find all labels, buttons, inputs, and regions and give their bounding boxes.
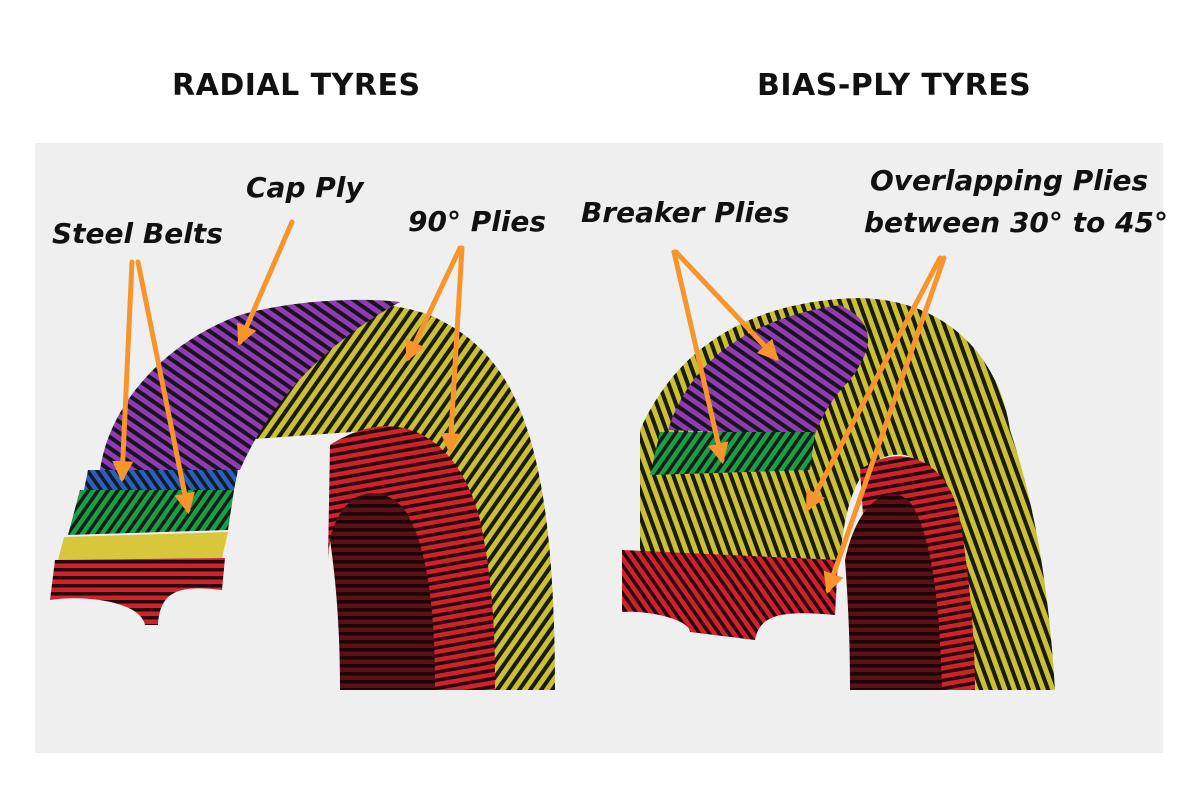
radial-steel-belt-blue: [84, 470, 238, 490]
arrow-breaker-1: [673, 249, 779, 362]
arrow-90-plies-1: [405, 245, 463, 362]
bias-ply-tyres-heading: BIAS-PLY TYRES: [757, 68, 1032, 103]
radial-inner-cavity: [330, 493, 435, 690]
arrow-90-plies-2: [440, 245, 465, 455]
arrow-overlap-1: [805, 255, 943, 512]
callout-arrows: [112, 219, 947, 594]
label-breaker-plies: Breaker Plies: [581, 196, 790, 229]
arrow-steel-belts-1: [112, 259, 135, 483]
bias-breaker-purple: [668, 305, 869, 435]
bias-ply-tyre: [622, 298, 1055, 690]
radial-red-band: [50, 558, 225, 625]
label-cap-ply: Cap Ply: [246, 171, 365, 204]
radial-cap-ply: [100, 299, 400, 470]
bias-red-band: [622, 550, 838, 640]
radial-steel-belt-green: [68, 490, 234, 535]
arrow-breaker-2: [671, 249, 729, 465]
label-90-plies: 90° Plies: [408, 205, 546, 238]
radial-tyres-heading: RADIAL TYRES: [172, 68, 421, 103]
bias-inner-cavity: [845, 494, 942, 690]
arrow-cap-ply: [237, 219, 295, 346]
label-overlapping-line2: between 30° to 45°: [864, 206, 1168, 239]
arrow-overlap-2: [823, 255, 947, 594]
label-overlapping-line1: Overlapping Plies: [870, 164, 1148, 197]
arrow-steel-belts-2: [135, 259, 195, 515]
radial-yellow-band: [58, 532, 228, 560]
bias-breaker-green: [650, 432, 815, 475]
label-steel-belts: Steel Belts: [52, 217, 223, 250]
